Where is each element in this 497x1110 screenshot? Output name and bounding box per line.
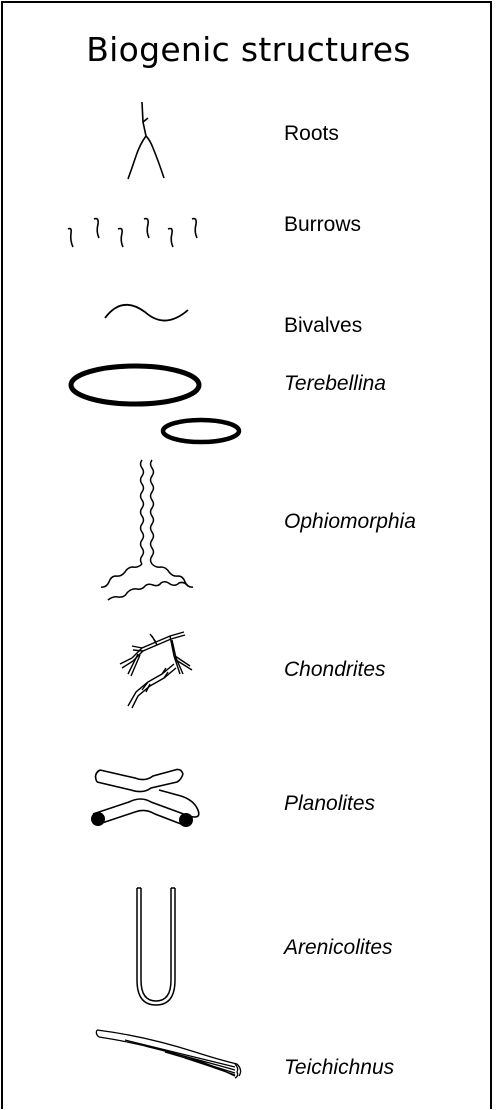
legend-title: Biogenic structures (0, 30, 497, 69)
legend-label-burrows: Burrows (284, 213, 361, 237)
legend-label-planolites: Planolites (284, 792, 375, 816)
legend-label-arenicolites: Arenicolites (284, 936, 393, 960)
ophiomorphia-icon (100, 458, 200, 608)
legend-label-terebellina: Terebellina (284, 372, 386, 396)
planolites-icon (85, 762, 230, 832)
roots-icon (120, 100, 180, 185)
legend-label-chondrites: Chondrites (284, 658, 386, 682)
teichichnus-icon (85, 1020, 255, 1085)
arenicolites-icon (130, 880, 200, 1010)
legend-label-teichichnus: Teichichnus (284, 1056, 394, 1080)
legend-label-ophiomorphia: Ophiomorphia (284, 510, 416, 534)
terebellina-icon (65, 360, 255, 455)
burrows-icon (60, 205, 220, 260)
chondrites-icon (110, 628, 200, 710)
bivalves-icon (100, 290, 195, 340)
legend-label-roots: Roots (284, 122, 339, 146)
legend-label-bivalves: Bivalves (284, 314, 362, 338)
